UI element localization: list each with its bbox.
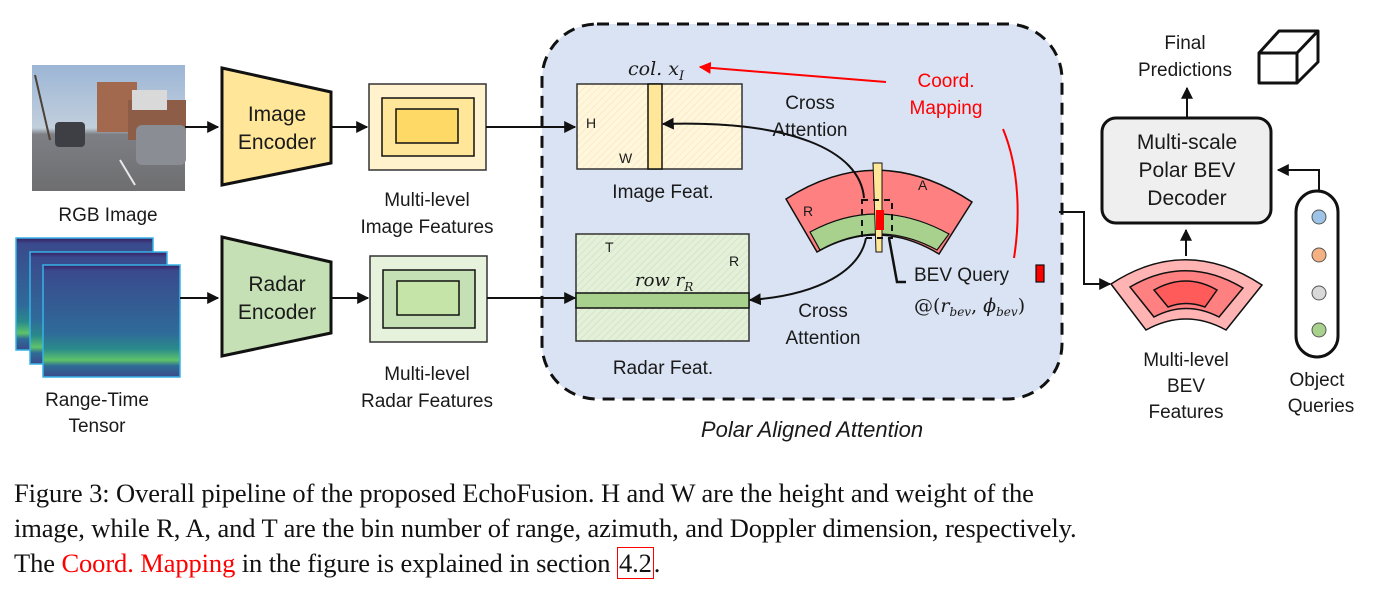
caption-line3-middle: in the figure is explained in section xyxy=(235,548,617,578)
object-query-2 xyxy=(1311,247,1327,263)
image-feature-map xyxy=(576,83,743,170)
column-label: col. xI xyxy=(628,58,685,84)
caption-line-2: image, while R, A, and T are the bin num… xyxy=(14,513,1077,543)
radar-feature-map xyxy=(575,233,750,342)
caption-line3-prefix: The xyxy=(14,548,62,578)
radar-features-label-line2: Radar Features xyxy=(361,391,493,412)
caption-line-3: The Coord. Mapping in the figure is expl… xyxy=(14,546,1364,581)
rgb-image-label: RGB Image xyxy=(58,205,157,226)
final-predictions-label-line2: Predictions xyxy=(1138,60,1232,81)
range-time-label-line1: Range-Time xyxy=(45,390,149,411)
final-predictions-label-line1: Final xyxy=(1164,33,1205,54)
multi-level-radar-features xyxy=(369,255,488,343)
rgb-image-thumbnail xyxy=(32,65,186,191)
bev-query-cell xyxy=(876,210,884,230)
radar-features-label-line1: Multi-level xyxy=(384,364,470,385)
image-feat-label: Image Feat. xyxy=(612,182,713,203)
image-w-label: W xyxy=(619,150,633,166)
image-column-strip xyxy=(647,83,663,170)
image-h-label: H xyxy=(586,115,596,131)
object-queries-label-line2: Queries xyxy=(1288,396,1355,417)
section-reference-link[interactable]: 4.2 xyxy=(616,547,654,579)
cross-attention-bottom-line1: Cross xyxy=(798,301,848,322)
range-time-label-line2: Tensor xyxy=(68,416,126,437)
bev-features-label-line1: Multi-level xyxy=(1143,350,1229,371)
coord-mapping-curve xyxy=(1002,128,1019,259)
cross-attention-bottom-line2: Attention xyxy=(786,328,861,349)
figure-caption: Figure 3: Overall pipeline of the propos… xyxy=(14,476,1364,581)
image-encoder-label-line1: Image xyxy=(248,103,306,126)
image-features-label-line1: Multi-level xyxy=(384,190,470,211)
image-encoder-label-line2: Encoder xyxy=(238,131,316,154)
radar-encoder-label-line2: Encoder xyxy=(238,301,316,324)
sector-a-label: A xyxy=(918,177,928,193)
polar-aligned-attention-title: Polar Aligned Attention xyxy=(701,417,923,442)
bev-query-coordinate: @(rbev, ϕbev) xyxy=(914,295,1025,319)
object-query-3 xyxy=(1311,285,1327,301)
query-highlight-box xyxy=(861,199,893,239)
multi-level-image-features xyxy=(368,83,487,171)
3d-box-icon xyxy=(1257,29,1320,85)
caption-line-1: Figure 3: Overall pipeline of the propos… xyxy=(14,478,1034,508)
bev-features-label-line3: Features xyxy=(1149,402,1224,423)
decoder-label-line3: Decoder xyxy=(1147,187,1226,210)
cross-attention-arc-image xyxy=(661,117,865,199)
object-queries-label-line1: Object xyxy=(1290,370,1346,391)
multi-level-bev-features xyxy=(1109,259,1264,331)
sector-r-label: R xyxy=(803,203,813,219)
coord-mapping-label-line2: Mapping xyxy=(910,98,983,119)
coord-mapping-arrow xyxy=(698,61,887,83)
range-time-tensor-stack xyxy=(15,237,181,378)
radar-encoder-block xyxy=(220,235,333,358)
image-features-label-line2: Image Features xyxy=(360,217,493,238)
bev-query-icon xyxy=(1035,264,1045,283)
bev-features-label-line2: BEV xyxy=(1167,376,1205,397)
cross-attention-top-line1: Cross xyxy=(785,93,835,114)
arrow-queries-to-decoder xyxy=(1276,164,1320,191)
polar-bev-sector xyxy=(784,162,974,256)
radar-encoder-label-line1: Radar xyxy=(248,273,305,296)
decoder-label-line2: Polar BEV xyxy=(1139,159,1236,182)
radar-row-strip xyxy=(575,292,750,309)
decoder-label-line1: Multi-scale xyxy=(1137,131,1237,154)
cross-attention-arc-radar xyxy=(748,237,867,306)
image-encoder-block xyxy=(220,66,333,187)
pipeline-diagram: RGB Image Range-Time Tensor Image Encode… xyxy=(15,22,1355,442)
arrow-attention-to-bev-features xyxy=(1059,211,1112,290)
caption-line3-suffix: . xyxy=(653,548,661,578)
coord-mapping-label-line1: Coord. xyxy=(917,71,974,92)
cross-attention-top-line2: Attention xyxy=(773,120,848,141)
coord-mapping-highlight: Coord. Mapping xyxy=(61,548,236,578)
object-query-4 xyxy=(1311,322,1327,338)
object-queries-container xyxy=(1294,189,1340,359)
row-label: row rR xyxy=(635,270,693,294)
bev-query-leader-line xyxy=(887,237,906,284)
bev-query-label: BEV Query xyxy=(914,265,1010,286)
object-query-1 xyxy=(1311,209,1327,225)
radar-r-label: R xyxy=(729,253,739,269)
radar-feat-label: Radar Feat. xyxy=(613,358,713,379)
radar-t-label: T xyxy=(605,239,614,255)
